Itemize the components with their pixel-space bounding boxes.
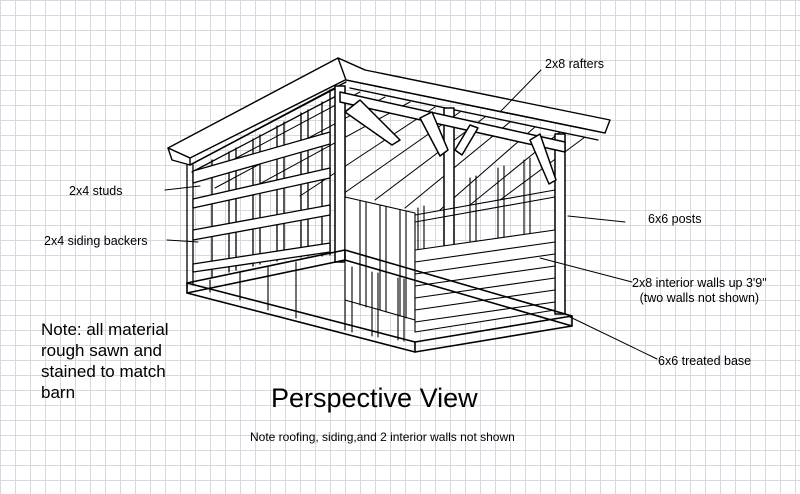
drawing-title: Perspective View — [271, 383, 478, 413]
front-frame — [334, 85, 566, 315]
material-note-line: Note: all material — [41, 320, 169, 339]
label-interior-walls: 2x8 interior walls up 3'9" (two walls no… — [632, 276, 767, 306]
material-note-line: stained to match — [41, 362, 166, 381]
treated-base — [186, 249, 573, 353]
front-left-wall — [209, 261, 405, 342]
label-rafters: 2x8 rafters — [545, 57, 605, 71]
label-posts: 6x6 posts — [648, 212, 702, 226]
label-siding-backers: 2x4 siding backers — [44, 234, 148, 248]
leader-lines — [164, 69, 658, 360]
material-note-line: barn — [41, 383, 76, 402]
label-studs: 2x4 studs — [69, 184, 123, 198]
material-note: Note: all material rough sawn and staine… — [41, 319, 211, 403]
drawing-subtitle: Note roofing, siding,and 2 interior wall… — [250, 430, 515, 444]
label-interior-walls-line1: 2x8 interior walls up 3'9" — [632, 276, 767, 290]
label-interior-walls-line2: (two walls not shown) — [639, 291, 760, 305]
label-treated-base: 6x6 treated base — [658, 354, 752, 368]
material-note-line: rough sawn and — [41, 341, 162, 360]
